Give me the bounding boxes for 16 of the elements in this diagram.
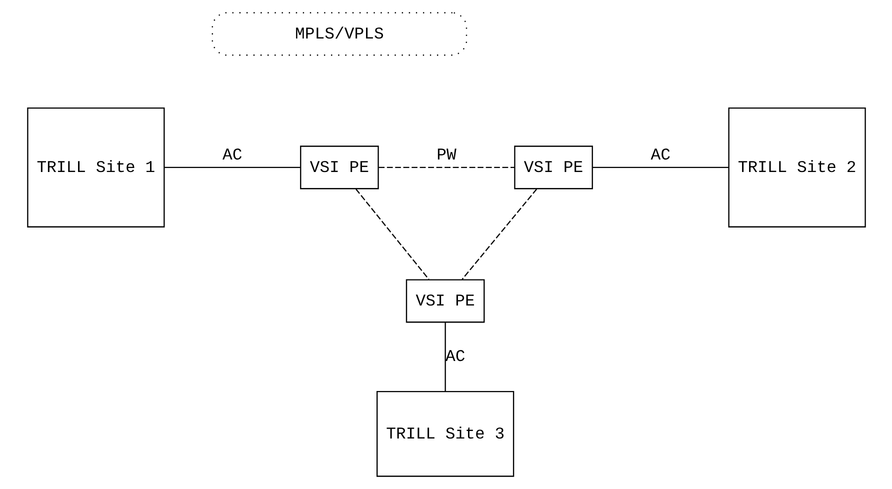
node-box: VSI PE — [514, 146, 592, 190]
edge-label: PW — [436, 145, 456, 164]
node-box: TRILL Site 2 — [728, 107, 866, 228]
node-box: MPLS/VPLS — [211, 12, 467, 56]
connector — [461, 188, 537, 280]
edge-label: AC — [222, 145, 242, 164]
connector — [592, 166, 728, 168]
node-box: VSI PE — [405, 279, 484, 323]
edge-label: AC — [650, 145, 670, 164]
connector — [444, 322, 446, 392]
connector — [164, 166, 300, 168]
connector — [355, 188, 429, 280]
node-box: TRILL Site 1 — [26, 107, 164, 228]
node-box: VSI PE — [300, 146, 378, 190]
connector — [378, 166, 514, 168]
node-box: TRILL Site 3 — [376, 390, 514, 477]
